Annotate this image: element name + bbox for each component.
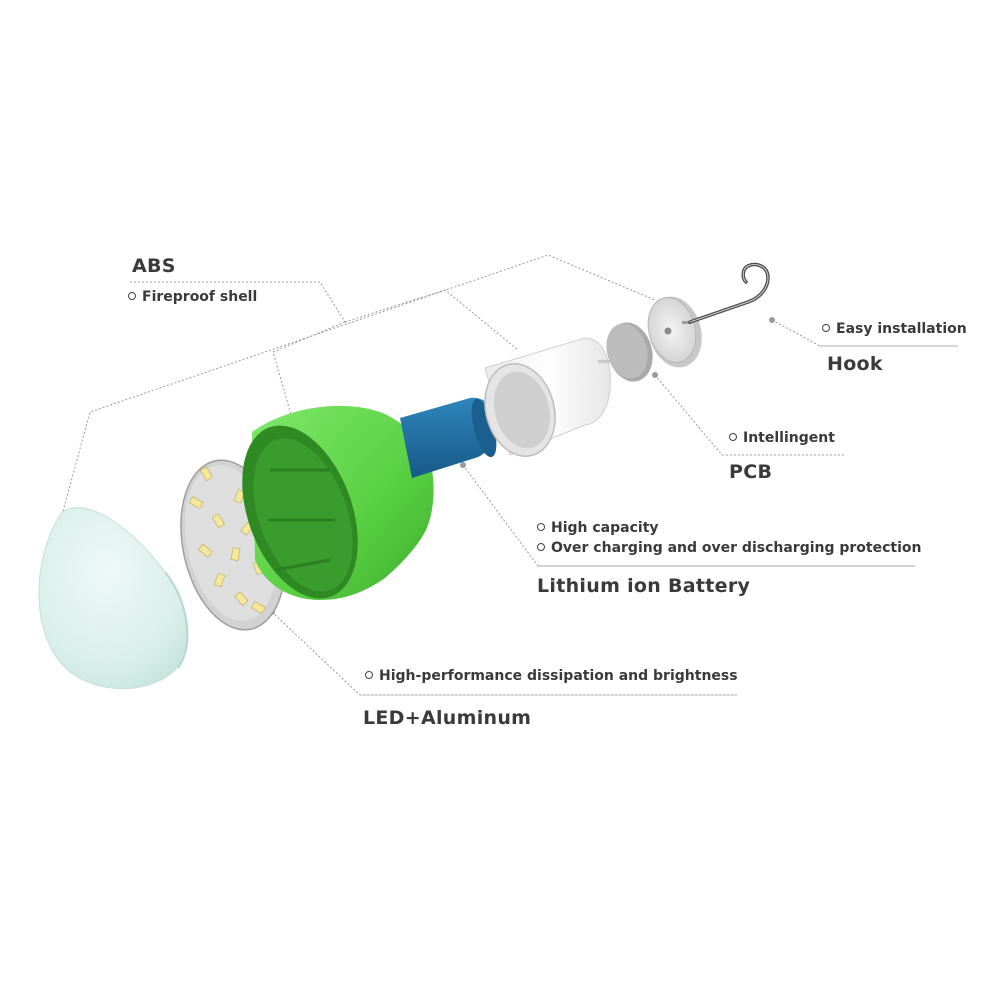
bullet-icon [822, 324, 830, 332]
hook [688, 262, 770, 324]
lithium-battery [400, 397, 497, 478]
abs-feature: Fireproof shell [128, 289, 257, 305]
led-feature: High-performance dissipation and brightn… [365, 668, 738, 684]
pcb-title: PCB [729, 461, 773, 483]
bullet-icon [537, 523, 545, 531]
battery-title: Lithium ion Battery [537, 575, 751, 597]
battery-feature-2-text: Over charging and over discharging prote… [551, 540, 922, 556]
led-chips [188, 466, 266, 615]
end-cap [484, 337, 612, 457]
label-rules [360, 345, 958, 696]
abs-title: ABS [132, 255, 176, 277]
bullet-icon [537, 543, 545, 551]
battery-feature-2: Over charging and over discharging prote… [537, 540, 922, 556]
battery-feature-1-text: High capacity [551, 520, 659, 536]
abs-feature-text: Fireproof shell [142, 289, 258, 305]
hook-feature-text: Easy installation [836, 321, 967, 337]
pcb-feature-text: Intellingent [743, 430, 835, 446]
hook-feature: Easy installation [822, 321, 967, 337]
hook-title: Hook [827, 353, 883, 375]
battery-feature-1: High capacity [537, 520, 659, 536]
led-feature-text: High-performance dissipation and brightn… [379, 668, 738, 684]
bullet-icon [365, 671, 373, 679]
abs-leader-line [61, 254, 656, 516]
bullet-icon [128, 292, 136, 300]
abs-shell [242, 405, 434, 600]
pcb-disc [606, 322, 653, 382]
pcb-feature: Intellingent [729, 430, 835, 446]
diffuser-dome [38, 507, 189, 690]
led-title: LED+Aluminum [363, 707, 532, 729]
bullet-icon [729, 433, 737, 441]
top-disc [647, 296, 702, 368]
